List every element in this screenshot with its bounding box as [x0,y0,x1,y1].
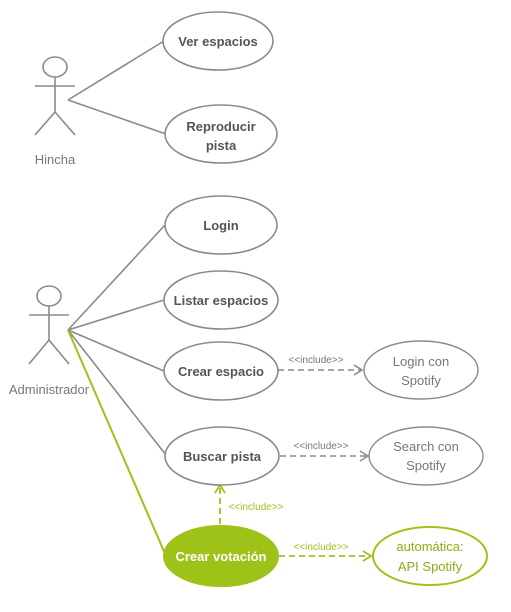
assoc-hincha-reproducir-pista [67,99,167,135]
include-label: <<include>> [288,355,343,366]
include-crear-votacion-buscar-pista: <<include>> [214,483,284,524]
use-case-label: automática: [396,539,463,554]
assoc-hincha-ver-espacios [67,40,165,101]
use-case-label: Buscar pista [183,449,262,464]
use-case-login[interactable]: Login [164,195,278,255]
associations [67,40,167,557]
include-buscar-pista-search-spotify: <<include>> [280,441,370,462]
stick-figure-icon [28,285,70,365]
actor-administrador: Administrador [9,285,90,397]
use-case-buscar-pista[interactable]: Buscar pista [164,426,280,486]
use-case-label: Ver espacios [178,34,258,49]
use-case-label: Spotify [401,373,441,388]
include-crear-votacion-api-spotify: <<include>> [279,542,373,562]
use-case-label: Login [203,218,238,233]
use-case-reproducir-pista[interactable]: Reproducir pista [164,104,278,164]
use-case-label: Listar espacios [174,293,269,308]
include-crear-espacio-login-spotify: <<include>> [278,355,364,376]
use-case-crear-votacion[interactable]: Crear votación [163,525,279,587]
use-case-label: Crear votación [175,549,266,564]
actor-hincha: Hincha [34,56,76,167]
actor-label-administrador: Administrador [9,382,90,397]
use-case-listar-espacios[interactable]: Listar espacios [163,270,279,330]
use-case-label: Crear espacio [178,364,264,379]
use-case-label: pista [206,138,237,153]
include-relations: <<include>> <<include>> <<include>> <<in… [214,355,373,562]
use-case-crear-espacio[interactable]: Crear espacio [163,341,279,401]
use-case-label: Search con [393,439,459,454]
use-case-label: Login con [393,354,449,369]
include-label: <<include>> [293,441,348,452]
use-case-label: API Spotify [398,559,463,574]
assoc-admin-crear-espacio [67,329,165,372]
use-case-label: Reproducir [186,119,255,134]
include-label: <<include>> [293,542,348,553]
include-label: <<include>> [228,502,283,513]
use-case-login-con-spotify[interactable]: Login con Spotify [363,340,479,400]
use-case-search-con-spotify[interactable]: Search con Spotify [368,426,484,486]
assoc-admin-login [67,224,166,331]
use-case-label: Spotify [406,458,446,473]
actor-label-hincha: Hincha [35,152,76,167]
stick-figure-icon [34,56,76,136]
assoc-admin-listar-espacios [67,299,165,331]
assoc-admin-buscar-pista [67,329,167,456]
use-case-ver-espacios[interactable]: Ver espacios [162,11,274,71]
use-case-automatica-api-spotify[interactable]: automática: API Spotify [372,526,488,586]
assoc-admin-crear-votacion [67,329,167,557]
